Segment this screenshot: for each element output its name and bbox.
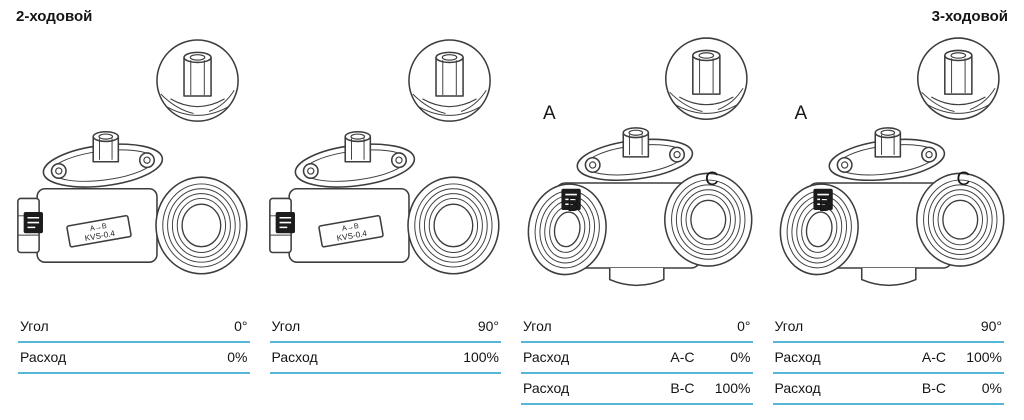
valve-column-3way-90deg: A B C Угол 90° Расход A-C 100% Расход B-…	[769, 28, 1011, 405]
heading-3-way: 3-ходовой	[931, 8, 1008, 25]
row-route: B-C	[921, 380, 946, 396]
table-row: Расход B-C 0%	[772, 374, 1004, 405]
row-label: Расход	[774, 380, 821, 396]
port-label-b: B	[567, 195, 580, 216]
row-value: 0°	[234, 318, 248, 334]
row-value: 0%	[227, 349, 248, 365]
valve-spec-table: Угол 0° Расход 0%	[18, 312, 250, 374]
section-headings: 2-ходовой 3-ходовой	[14, 6, 1010, 28]
table-row: Угол 0°	[521, 312, 753, 343]
valve-2way-illustration	[266, 28, 508, 308]
row-label: Угол	[20, 318, 49, 334]
valve-spec-table: Угол 90° Расход 100%	[269, 312, 501, 374]
table-row: Угол 0°	[18, 312, 250, 343]
row-value: 100%	[714, 380, 751, 396]
port-label-c: C	[956, 169, 971, 190]
row-value: 0%	[981, 380, 1002, 396]
row-route: A-C	[670, 349, 695, 365]
port-label-c: C	[705, 169, 719, 190]
valve-drawing	[266, 28, 508, 308]
row-value: 0%	[730, 349, 751, 365]
valve-drawing	[769, 28, 1011, 308]
row-label: Расход	[271, 349, 318, 365]
valve-3way-illustration: A B C	[517, 28, 759, 308]
valve-spec-table: Угол 0° Расход A-C 0% Расход B-C 100%	[521, 312, 753, 405]
valve-3way-illustration: A B C	[769, 28, 1011, 308]
row-label: Угол	[774, 318, 804, 334]
valve-drawing	[517, 28, 759, 308]
table-row: Расход B-C 100%	[521, 374, 753, 405]
row-label: Расход	[774, 349, 821, 365]
row-value: 90°	[980, 318, 1002, 334]
row-value: 0°	[737, 318, 751, 334]
heading-2-way: 2-ходовой	[16, 8, 93, 25]
table-row: Расход A-C 0%	[521, 343, 753, 374]
row-value: 90°	[477, 318, 499, 334]
table-row: Расход A-C 100%	[772, 343, 1004, 374]
valve-2way-illustration	[14, 28, 256, 308]
port-label-a: A	[794, 103, 808, 124]
valve-diagram: 2-ходовой 3-ходовой Угол 0° Расход 0%	[14, 6, 1010, 405]
table-row: Расход 0%	[18, 343, 250, 374]
row-label: Угол	[271, 318, 301, 334]
table-row: Расход 100%	[269, 343, 501, 374]
row-value: 100%	[463, 349, 499, 365]
row-route: B-C	[670, 380, 695, 396]
row-label: Расход	[523, 380, 570, 396]
valve-drawing	[14, 28, 256, 308]
port-label-a: A	[543, 103, 556, 124]
valve-spec-table: Угол 90° Расход A-C 100% Расход B-C 0%	[772, 312, 1004, 405]
valve-grid: Угол 0° Расход 0% Угол 90° Расход	[14, 28, 1010, 405]
valve-column-3way-0deg: A B C Угол 0° Расход A-C 0% Расход B-C 1…	[517, 28, 759, 405]
row-route: A-C	[921, 349, 946, 365]
valve-column-2way-90deg: Угол 90° Расход 100%	[266, 28, 508, 405]
valve-column-2way-0deg: Угол 0° Расход 0%	[14, 28, 256, 405]
table-row: Угол 90°	[772, 312, 1004, 343]
row-label: Расход	[523, 349, 570, 365]
row-label: Расход	[20, 349, 67, 365]
row-value: 100%	[966, 349, 1002, 365]
row-label: Угол	[523, 318, 552, 334]
table-row: Угол 90°	[269, 312, 501, 343]
port-label-b: B	[818, 195, 832, 216]
